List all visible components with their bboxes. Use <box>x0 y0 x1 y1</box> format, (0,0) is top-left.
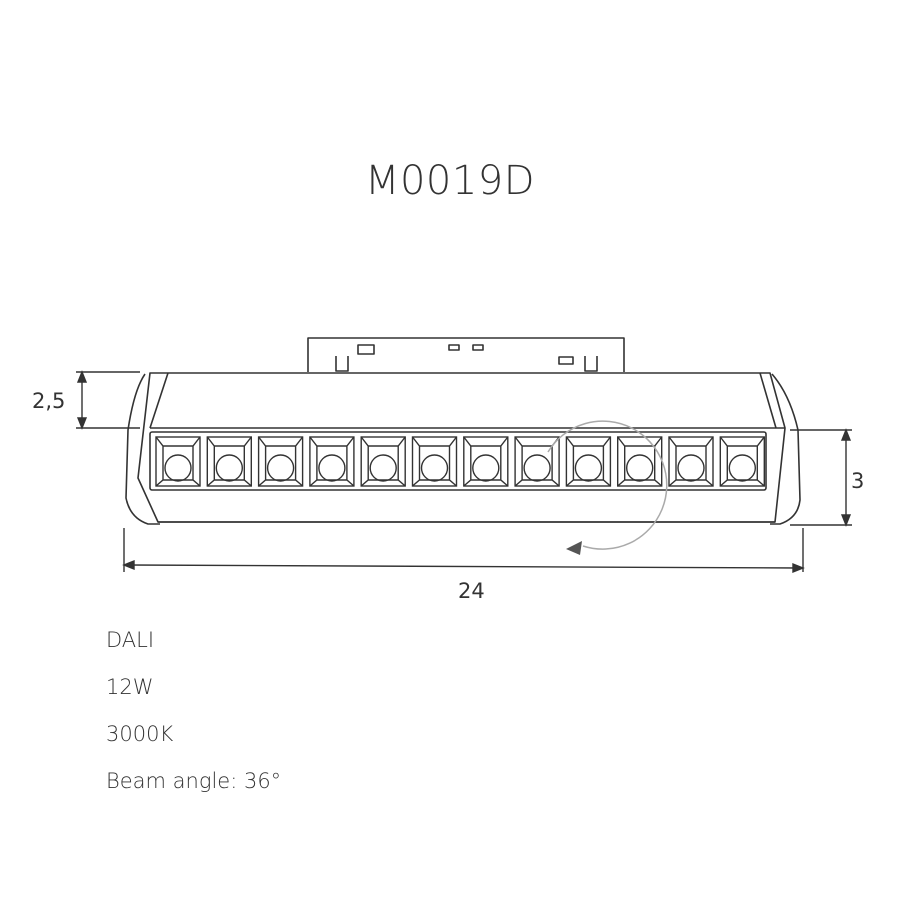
housing-body <box>137 372 786 523</box>
adapter-slot <box>357 344 375 355</box>
led-cell <box>668 436 714 487</box>
spec-protocol: DALI <box>106 628 155 652</box>
adapter-clip <box>584 356 598 372</box>
product-title: M0019D <box>364 158 536 204</box>
adapter-slot <box>472 344 484 351</box>
led-cell <box>617 436 663 487</box>
led-cell <box>206 436 253 487</box>
led-cell <box>155 436 201 487</box>
spec-list: DALI 12W 3000K Beam angle: 36° <box>106 624 281 812</box>
track-adapter <box>307 337 625 372</box>
spec-color-temperature: 3000K <box>106 722 174 746</box>
spec-power: 12W <box>106 675 154 699</box>
spec-beam-angle: Beam angle: 36° <box>106 769 282 793</box>
left-endcap <box>125 373 160 525</box>
led-cell <box>309 436 355 487</box>
dimension-height-side: 3 <box>851 469 864 493</box>
led-cell <box>360 436 406 487</box>
led-cell <box>257 436 304 487</box>
lens-strip <box>149 431 767 491</box>
rotation-arc <box>547 420 668 550</box>
adapter-slot <box>448 344 460 351</box>
led-cell <box>411 436 458 487</box>
dimension-height-top: 2,5 <box>32 389 65 413</box>
led-cell <box>463 436 509 487</box>
led-cell <box>514 436 560 487</box>
adapter-slot <box>558 356 574 365</box>
led-cell <box>719 436 765 487</box>
led-cell <box>565 436 612 487</box>
right-endcap <box>770 373 801 525</box>
adapter-clip <box>335 356 349 372</box>
dimension-length: 24 <box>458 579 485 603</box>
rotation-arrow-icon <box>566 541 582 555</box>
